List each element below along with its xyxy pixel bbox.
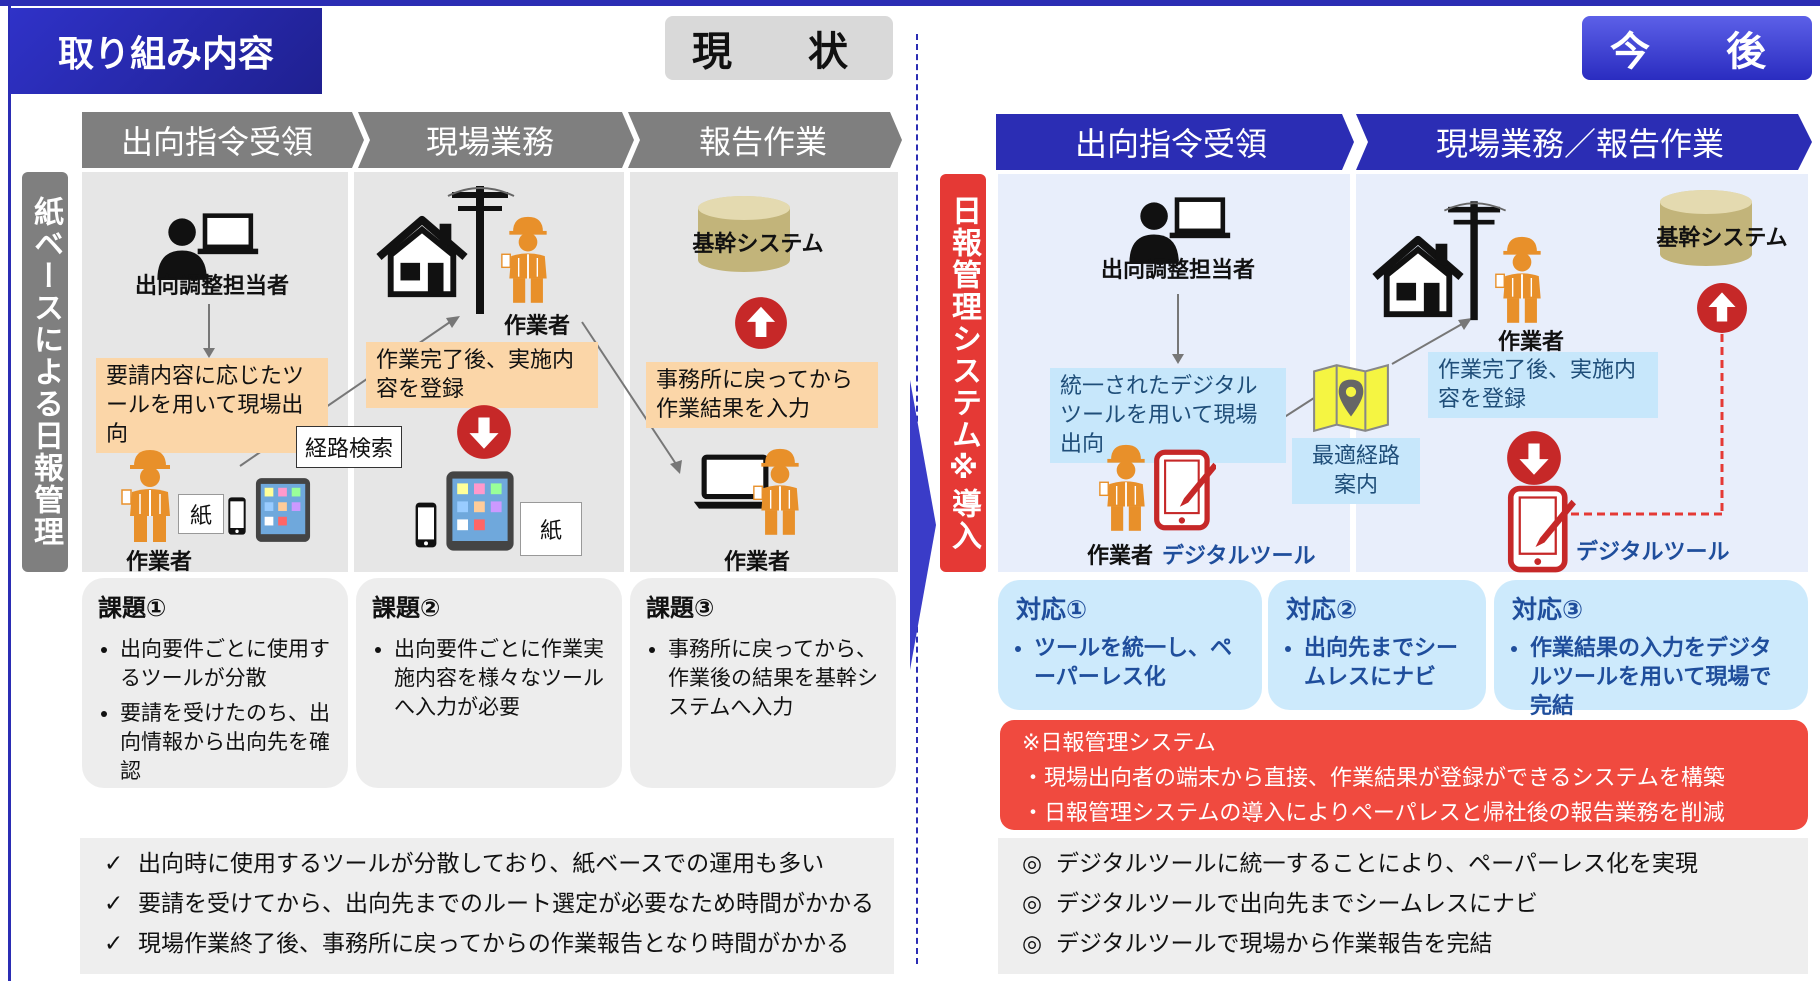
future-worker-label-2: 作業者 (1497, 330, 1564, 355)
worker-label-1: 作業者 (125, 550, 192, 575)
system-note-box: ※日報管理システム ・現場出向者の端末から直接、作業結果が登録ができるシステムを… (1000, 720, 1808, 830)
future-digital-tool-icon (1504, 484, 1576, 574)
current-step-3-shape (628, 112, 902, 168)
future-coordinator-label: 出向調整担当者 (1100, 258, 1255, 283)
issue-card-3: 課題③ 事務所に戻ってから、作業後の結果を基幹システムへ入力 (630, 578, 896, 788)
request-box: 要請内容に応じたツールを用いて現場出向 (96, 358, 328, 453)
worker-icon (120, 444, 180, 544)
future-up-arrow-icon (1696, 282, 1748, 334)
page-title: 取り組み内容 (10, 8, 322, 94)
office-input-box: 事務所に戻ってから作業結果を入力 (646, 362, 878, 428)
transition-arrow-icon (910, 380, 936, 670)
future-summary: ◎デジタルツールに統一することにより、ペーパーレス化を実現 ◎デジタルツールで出… (998, 838, 1808, 974)
tablet-icon-2 (444, 464, 516, 558)
response-card-2: 対応② 出向先までシームレスにナビ (1268, 580, 1486, 710)
future-step-2: 現場業務／報告作業 (1435, 125, 1724, 163)
top-border (0, 0, 1820, 6)
response-title-2: 対応② (1286, 595, 1358, 624)
future-complete-box: 作業完了後、実施内容を登録 (1428, 352, 1658, 418)
issue-title-1: 課題① (98, 594, 167, 622)
system-note-title: ※日報管理システム (1022, 731, 1216, 756)
issue-card-1: 課題① 出向要件ごとに使用するツールが分散 要請を受けたのち、出向情報から出向先… (82, 578, 348, 788)
complete-box: 作業完了後、実施内容を登録 (366, 342, 598, 408)
paper-icon-2: 紙 (520, 502, 582, 556)
current-summary-line-1: ✓出向時に使用するツールが分散しており、紙ベースでの運用も多い (104, 844, 870, 884)
issue-2-item-1: 出向要件ごとに作業実施内容を様々なツールへ入力が必要 (394, 635, 606, 722)
system-note-line-1: ・現場出向者の端末から直接、作業結果が登録ができるシステムを構築 (1022, 766, 1725, 791)
response-1-item-1: ツールを統一し、ペーパーレス化 (1034, 634, 1244, 692)
current-summary-line-2: ✓要請を受けてから、出向先までのルート選定が必要なため時間がかかる (104, 884, 874, 924)
response-card-1: 対応① ツールを統一し、ペーパーレス化 (998, 580, 1262, 710)
check-icon: ✓ (104, 851, 124, 877)
optimal-route-box: 最適経路案内 (1292, 438, 1420, 504)
future-down-arrow-icon (1506, 430, 1562, 486)
down-arrow-icon (456, 404, 512, 460)
future-side-label: 日報管理システム※導入 (940, 174, 986, 572)
worker-icon-3 (752, 440, 808, 540)
current-side-label: 紙ベースによる日報管理 (22, 172, 68, 572)
response-3-item-1: 作業結果の入力をデジタルツールを用いて現場で完結 (1530, 634, 1790, 721)
response-2-item-1: 出向先までシームレスにナビ (1304, 634, 1468, 692)
coordinator-label: 出向調整担当者 (134, 274, 289, 299)
current-step-3: 報告作業 (698, 123, 827, 161)
current-state-label: 現 状 (665, 16, 893, 80)
future-summary-line-1: ◎デジタルツールに統一することにより、ペーパーレス化を実現 (1022, 844, 1784, 884)
route-search-box: 経路検索 (296, 426, 402, 468)
left-border (8, 6, 11, 981)
current-summary-line-3: ✓現場作業終了後、事務所に戻ってからの作業報告となり時間がかかる (104, 924, 870, 964)
worker-icon-2 (500, 208, 556, 308)
worker-label-3: 作業者 (723, 550, 790, 575)
up-arrow-icon (734, 296, 788, 350)
response-title-1: 対応① (1016, 595, 1088, 624)
check-icon: ✓ (104, 931, 124, 957)
map-icon (1310, 360, 1392, 434)
unified-tool-box: 統一されたデジタルツールを用いて現場出向 (1050, 368, 1286, 463)
check-icon: ✓ (104, 891, 124, 917)
issue-3-item-1: 事務所に戻ってから、作業後の結果を基幹システムへ入力 (668, 635, 880, 722)
future-step-1: 出向指令受領 (1074, 125, 1267, 163)
future-worker-icon (1098, 436, 1154, 536)
future-step-2-shape (1356, 114, 1812, 170)
issue-1-item-1: 出向要件ごとに使用するツールが分散 (120, 635, 332, 693)
double-circle-icon: ◎ (1022, 891, 1043, 917)
issue-1-item-2: 要請を受けたのち、出向情報から出向先を確認 (120, 699, 332, 786)
future-worker-icon-2 (1494, 228, 1550, 328)
future-summary-line-2: ◎デジタルツールで出向先までシームレスにナビ (1022, 884, 1784, 924)
issue-title-2: 課題② (372, 594, 441, 622)
tablet-icon (254, 476, 312, 544)
core-system-label: 基幹システム (692, 232, 824, 257)
worker-label-2: 作業者 (503, 314, 570, 339)
future-core-system-label: 基幹システム (1656, 226, 1788, 251)
paper-icon: 紙 (178, 494, 224, 534)
current-step-2-shape (358, 112, 634, 168)
system-note-line-2: ・日報管理システムの導入によりペーパレスと帰社後の報告業務を削減 (1022, 801, 1725, 826)
future-summary-line-3: ◎デジタルツールで現場から作業報告を完結 (1022, 924, 1784, 964)
double-circle-icon: ◎ (1022, 931, 1043, 957)
current-step-2: 現場業務 (425, 123, 554, 161)
response-card-3: 対応③ 作業結果の入力をデジタルツールを用いて現場で完結 (1494, 580, 1808, 719)
current-step-1: 出向指令受領 (120, 123, 313, 161)
future-step-chevrons (996, 114, 1812, 170)
future-step-1-shape (996, 114, 1354, 170)
current-step-chevrons (82, 112, 902, 168)
response-title-3: 対応③ (1512, 595, 1584, 624)
current-summary: ✓出向時に使用するツールが分散しており、紙ベースでの運用も多い ✓要請を受けてか… (80, 838, 894, 974)
issue-card-2: 課題② 出向要件ごとに作業実施内容を様々なツールへ入力が必要 (356, 578, 622, 788)
digital-tool-icon (1152, 448, 1216, 532)
future-state-label: 今 後 (1582, 16, 1812, 80)
phone-icon-2 (414, 500, 438, 550)
current-step-1-shape (82, 112, 364, 168)
phone-icon (226, 496, 248, 536)
future-worker-label: 作業者 (1086, 544, 1153, 569)
issue-title-3: 課題③ (646, 594, 715, 622)
digital-tool-label: デジタルツール (1162, 544, 1316, 569)
double-circle-icon: ◎ (1022, 851, 1043, 877)
future-digital-tool-label: デジタルツール (1576, 540, 1730, 565)
